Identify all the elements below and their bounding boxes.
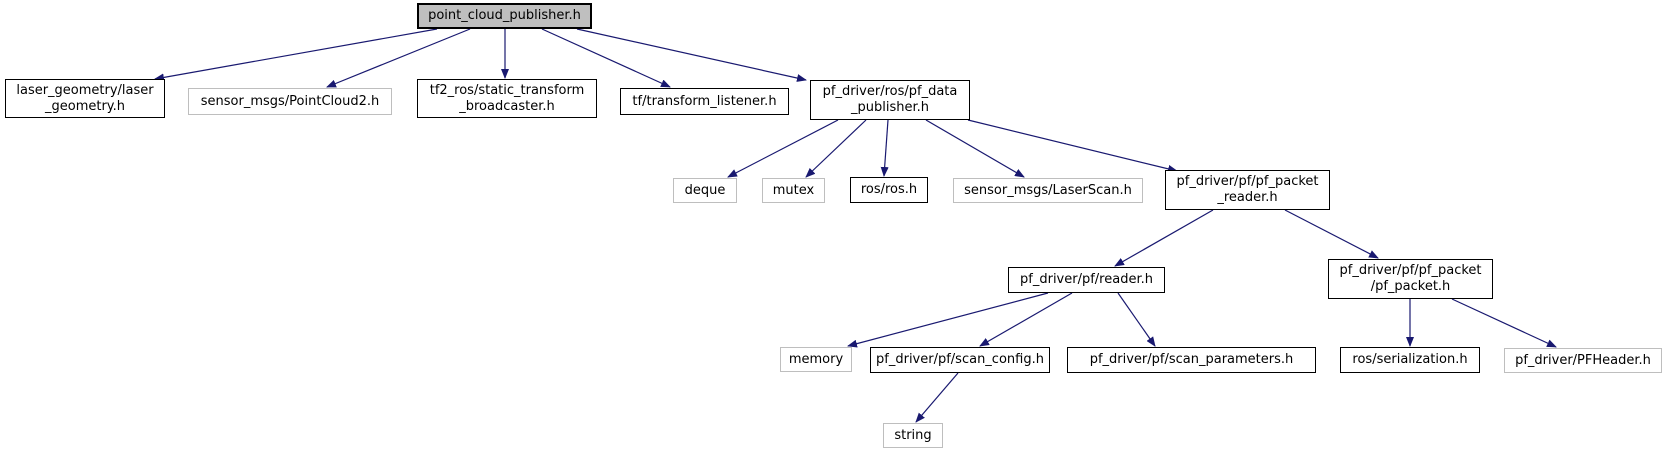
edge-pf_data_publisher_h-to-ros_h — [880, 119, 889, 177]
graph-node-serialization_h[interactable]: ros/serialization.h — [1340, 347, 1480, 373]
node-label-line: string — [894, 427, 932, 443]
edge-root-to-laser_geometry_h — [154, 28, 438, 82]
node-label-line: laser_geometry/laser — [16, 82, 154, 98]
edge-pf_data_publisher_h-to-laserscan_h — [925, 119, 1025, 178]
graph-node-memory: memory — [780, 347, 852, 372]
node-label-line: pf_driver/pf/reader.h — [1020, 272, 1153, 287]
node-label-line: pf_driver/ros/pf_data — [822, 84, 958, 99]
graph-node-static_broadcaster_h[interactable]: tf2_ros/static_transform_broadcaster.h — [417, 79, 597, 118]
node-label-line: _geometry.h — [44, 98, 126, 114]
graph-node-scan_parameters_h[interactable]: pf_driver/pf/scan_parameters.h — [1067, 347, 1316, 373]
node-label-line: pf_driver/pf/scan_parameters.h — [1089, 352, 1294, 367]
graph-node-deque: deque — [673, 178, 737, 203]
edge-reader_h-to-scan_parameters_h — [1117, 292, 1156, 347]
node-label-line: mutex — [772, 182, 815, 198]
graph-node-pointcloud2_h: sensor_msgs/PointCloud2.h — [188, 88, 392, 115]
edge-scan_config_h-to-string — [915, 372, 959, 423]
edge-root-to-pf_data_publisher_h — [576, 28, 807, 82]
graph-node-pf_data_publisher_h[interactable]: pf_driver/ros/pf_data_publisher.h — [810, 80, 970, 120]
node-label-line: pf_driver/pf/pf_packet — [1176, 174, 1319, 189]
edge-reader_h-to-memory — [847, 292, 1049, 348]
graph-node-laserscan_h: sensor_msgs/LaserScan.h — [953, 178, 1143, 203]
edge-pf_packet_reader_h-to-pf_packet_h — [1284, 209, 1379, 259]
graph-node-pfheader_h: pf_driver/PFHeader.h — [1504, 348, 1662, 373]
graph-node-laser_geometry_h[interactable]: laser_geometry/laser_geometry.h — [5, 79, 165, 118]
node-label-line: deque — [684, 182, 726, 198]
graph-node-pf_packet_reader_h[interactable]: pf_driver/pf/pf_packet_reader.h — [1165, 170, 1330, 210]
node-label-line: _reader.h — [1217, 190, 1278, 205]
node-label-line: sensor_msgs/PointCloud2.h — [200, 93, 380, 109]
node-label-line: sensor_msgs/LaserScan.h — [964, 182, 1132, 198]
graph-node-pf_packet_h[interactable]: pf_driver/pf/pf_packet/pf_packet.h — [1328, 259, 1493, 299]
node-label-line: point_cloud_publisher.h — [428, 8, 581, 23]
edge-pf_data_publisher_h-to-pf_packet_reader_h — [967, 119, 1178, 173]
graph-node-root: point_cloud_publisher.h — [417, 3, 592, 29]
edge-pf_data_publisher_h-to-deque — [727, 119, 839, 178]
graph-node-transform_listener_h[interactable]: tf/transform_listener.h — [620, 88, 789, 115]
node-label-line: ros/ros.h — [860, 182, 918, 197]
graph-node-ros_h[interactable]: ros/ros.h — [850, 177, 928, 203]
node-label-line: tf2_ros/static_transform — [429, 82, 585, 98]
graph-node-reader_h[interactable]: pf_driver/pf/reader.h — [1008, 267, 1165, 293]
graph-node-mutex: mutex — [762, 178, 825, 203]
edge-pf_packet_reader_h-to-reader_h — [1114, 209, 1214, 267]
node-label-line: ros/serialization.h — [1352, 352, 1468, 367]
graph-node-string: string — [883, 423, 943, 448]
node-label-line: pf_driver/pf/scan_config.h — [876, 352, 1044, 367]
node-label-line: /pf_packet.h — [1370, 279, 1451, 294]
node-label-line: pf_driver/pf/pf_packet — [1339, 263, 1482, 278]
node-label-line: pf_driver/PFHeader.h — [1515, 352, 1651, 368]
node-label-line: _publisher.h — [851, 100, 929, 115]
graph-node-scan_config_h[interactable]: pf_driver/pf/scan_config.h — [870, 347, 1050, 373]
node-label-line: tf/transform_listener.h — [632, 93, 777, 109]
edge-reader_h-to-scan_config_h — [979, 292, 1073, 347]
node-label-line: memory — [788, 351, 844, 367]
edge-pf_packet_h-to-pfheader_h — [1451, 298, 1557, 348]
node-label-line: _broadcaster.h — [459, 98, 555, 114]
edge-pf_data_publisher_h-to-mutex — [805, 119, 867, 178]
